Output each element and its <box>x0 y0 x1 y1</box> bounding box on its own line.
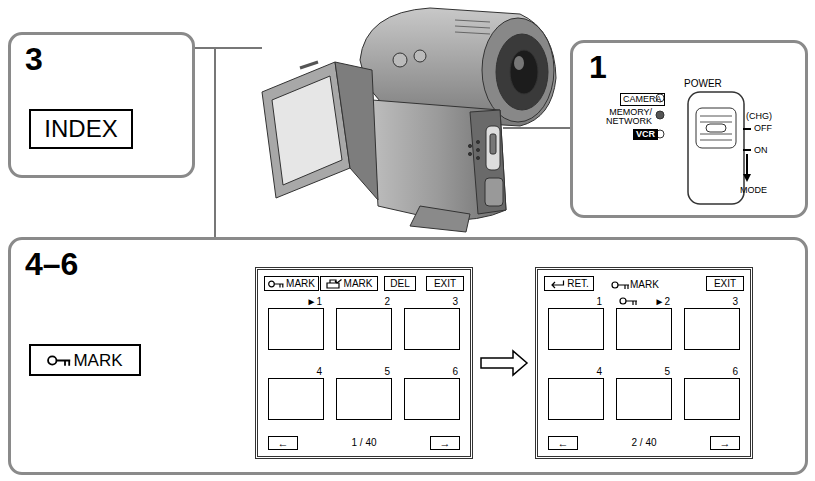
switch-label: CAMERA <box>620 93 665 106</box>
thumbnail: 1 <box>548 308 604 350</box>
button-label: RET. <box>567 279 589 289</box>
power-switch <box>656 92 751 204</box>
screen-text: 2 / 40 <box>538 438 750 448</box>
screen-text: 1 / 40 <box>258 438 470 448</box>
button-label: → <box>440 438 451 449</box>
thumbnail: 5 <box>616 378 672 420</box>
screen-button: → <box>430 436 460 450</box>
image-number: 2 <box>384 297 390 307</box>
lcd-screen: 1 / 40MARKMARKDELEXIT►123456←→ <box>255 267 473 459</box>
screen-button: ← <box>268 436 298 450</box>
thumbnail: 6 <box>404 378 460 420</box>
switch-label: MODE <box>740 186 767 195</box>
thumbnail: ►1 <box>268 308 324 350</box>
switch-label: ON <box>754 146 768 155</box>
button-label: MARK <box>344 279 373 289</box>
button-label: INDEX <box>44 117 117 141</box>
screen-button: DEL <box>384 276 416 291</box>
screen-button: EXIT <box>426 276 464 291</box>
thumbnail: 3 <box>684 308 740 350</box>
key-icon <box>268 279 284 289</box>
image-number: 3 <box>452 297 458 307</box>
thumbnail: 4 <box>548 378 604 420</box>
switch-label: MEMORY/ NETWORK <box>600 108 652 126</box>
screen-button: ← <box>548 436 578 450</box>
index-button: INDEX <box>29 109 133 149</box>
image-number: 6 <box>452 367 458 377</box>
switch-label: (CHG) <box>746 112 772 121</box>
thumbnail: 6 <box>684 378 740 420</box>
thumbnail: 3 <box>404 308 460 350</box>
transition-arrow <box>481 351 527 375</box>
step-number: 3 <box>25 43 43 75</box>
button-label: MARK <box>286 279 315 289</box>
thumbnail: 5 <box>336 378 392 420</box>
screen-button: RET. <box>544 276 594 291</box>
image-number: ►2 <box>655 297 670 307</box>
step-frame: 4–6MARK1 / 40MARKMARKDELEXIT►123456←→MAR… <box>8 237 808 475</box>
button-label: EXIT <box>714 279 736 289</box>
button-label: → <box>720 438 731 449</box>
step-frame: 3INDEX <box>8 32 195 178</box>
image-number: 4 <box>316 367 322 377</box>
image-number: 3 <box>732 297 738 307</box>
step-number: 4–6 <box>25 248 78 280</box>
ret-icon <box>549 279 565 289</box>
screen-button: EXIT <box>706 276 744 291</box>
key-icon <box>47 353 71 368</box>
image-number: ►1 <box>307 297 322 307</box>
image-number: 5 <box>664 367 670 377</box>
step-number: 1 <box>589 51 607 83</box>
thumbnail: 2 <box>336 308 392 350</box>
button-label: ← <box>558 438 569 449</box>
switch-label: OFF <box>754 124 772 133</box>
image-number: 1 <box>596 297 602 307</box>
switch-label: VCR <box>633 129 658 140</box>
thumbnail: ►2 <box>616 308 672 350</box>
screen-text: MARK <box>630 280 659 290</box>
button-label: ← <box>278 438 289 449</box>
image-number: 6 <box>732 367 738 377</box>
camcorder <box>262 8 556 232</box>
switch-label: POWER <box>684 79 722 89</box>
mark-button: MARK <box>29 344 141 376</box>
image-number: 4 <box>596 367 602 377</box>
button-label: EXIT <box>434 279 456 289</box>
button-label: DEL <box>390 279 409 289</box>
lcd-screen: MARK2 / 40RET.EXIT1►23456←→ <box>535 267 753 459</box>
step-frame: 1 <box>570 40 808 218</box>
button-label: MARK <box>73 352 122 369</box>
print-icon <box>326 279 342 289</box>
screen-button: → <box>710 436 740 450</box>
screen-button: MARK <box>320 276 378 291</box>
thumbnail: 4 <box>268 378 324 420</box>
image-number: 5 <box>384 367 390 377</box>
screen-button: MARK <box>264 276 319 291</box>
